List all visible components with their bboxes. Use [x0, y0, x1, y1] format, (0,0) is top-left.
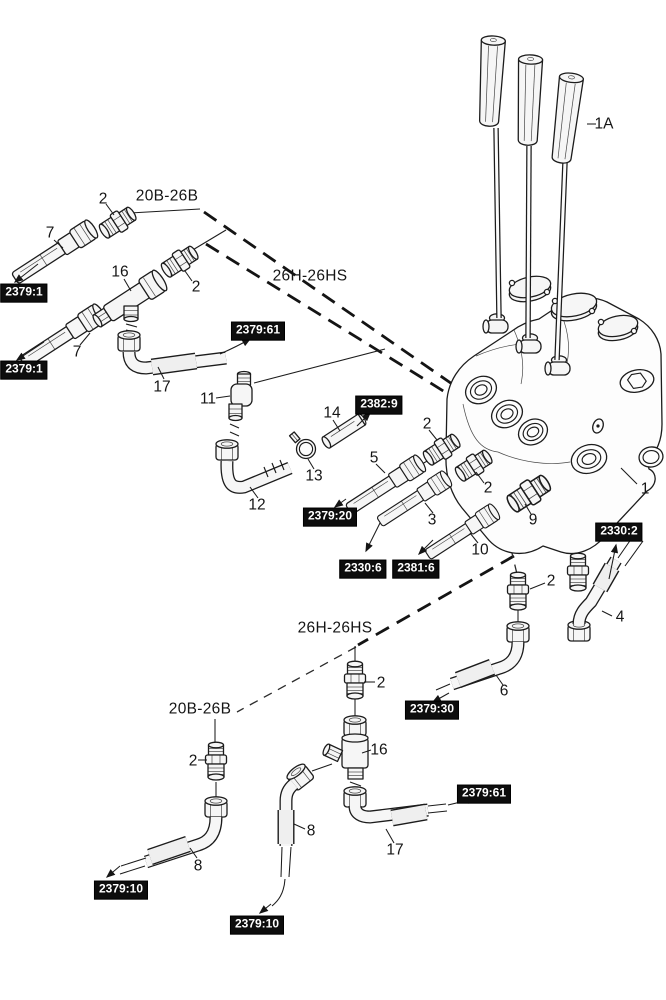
- lever-shaft: [493, 127, 568, 361]
- bottom-middle-group: [271, 660, 448, 907]
- elbow-hose-12: [220, 459, 293, 494]
- fitting-2: [506, 571, 530, 611]
- dashed-connection-lines: [203, 210, 518, 713]
- swivel-nut: [343, 786, 367, 808]
- fitting-2: [204, 741, 228, 781]
- swivel-nut: [215, 439, 239, 461]
- valve-port: [517, 418, 549, 446]
- hose-8-middle: [271, 779, 299, 907]
- label-leaders: [53, 123, 638, 859]
- valve-port: [570, 443, 608, 475]
- lever-handle: [514, 53, 544, 147]
- clamp-13: [288, 431, 317, 460]
- tee-fitting-16: [92, 269, 168, 328]
- elbow-hose-8: [119, 816, 223, 875]
- valve-port: [464, 375, 498, 405]
- elbow-hose-4: [572, 531, 644, 625]
- fitting-2: [343, 660, 367, 700]
- swivel-nut: [117, 330, 141, 352]
- swivel-nut: [506, 621, 530, 643]
- elbow-group-11-12-13-14: [215, 370, 367, 494]
- lever-handle: [548, 71, 585, 166]
- fitting-2: [95, 202, 140, 243]
- fitting-2: [566, 552, 590, 592]
- elbow-hose-17-lower: [348, 803, 448, 827]
- tube-14: [321, 413, 367, 449]
- valve-port: [490, 399, 524, 429]
- hose-7-lower-tee-group: [16, 241, 227, 376]
- valve-hex-plug: [619, 369, 655, 393]
- hose-5: [342, 452, 429, 519]
- lever-handle: [476, 34, 507, 128]
- valve-assembly: [445, 34, 664, 555]
- swivel-nut: [204, 796, 228, 818]
- elbow-hose-6: [435, 641, 525, 691]
- tee-fitting-16-lower: [322, 733, 369, 793]
- lever-clevis: [482, 313, 571, 376]
- swivel-nut: [343, 715, 367, 737]
- valve-side-port: [638, 446, 664, 468]
- hose-17-upper: [122, 351, 227, 376]
- lower-right-group: [435, 531, 644, 691]
- hose-7-upper: [8, 202, 140, 289]
- bottom-left-group: [119, 741, 228, 875]
- elbow-fitting-11: [228, 370, 253, 422]
